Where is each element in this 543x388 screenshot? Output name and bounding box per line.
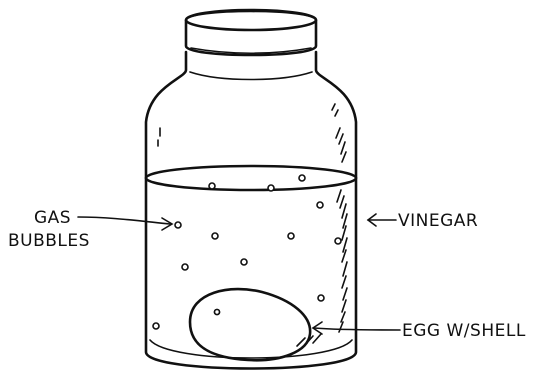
vinegar-arrow — [368, 214, 396, 226]
egg-label: EGG W/SHELL — [402, 321, 526, 341]
gas-label-line1: GAS — [34, 208, 71, 228]
bubble — [317, 202, 323, 208]
bubble — [268, 185, 274, 191]
glass-shading — [158, 104, 347, 346]
egg — [190, 289, 310, 360]
gas-bubbles — [153, 175, 341, 329]
bubble — [335, 238, 341, 244]
vinegar-surface — [146, 166, 356, 190]
bubble — [175, 222, 181, 228]
gas-arrow — [78, 217, 172, 230]
bubble — [209, 183, 215, 189]
bubble — [212, 233, 218, 239]
bubble — [153, 323, 159, 329]
bubble — [288, 233, 294, 239]
bubble — [318, 295, 324, 301]
bubble — [299, 175, 305, 181]
jar-body — [146, 52, 356, 369]
vinegar-label: VINEGAR — [398, 211, 478, 231]
bubble — [241, 259, 247, 265]
jar-lid — [186, 10, 316, 55]
bubble — [182, 264, 188, 270]
gas-label-line2: BUBBLES — [8, 231, 90, 251]
